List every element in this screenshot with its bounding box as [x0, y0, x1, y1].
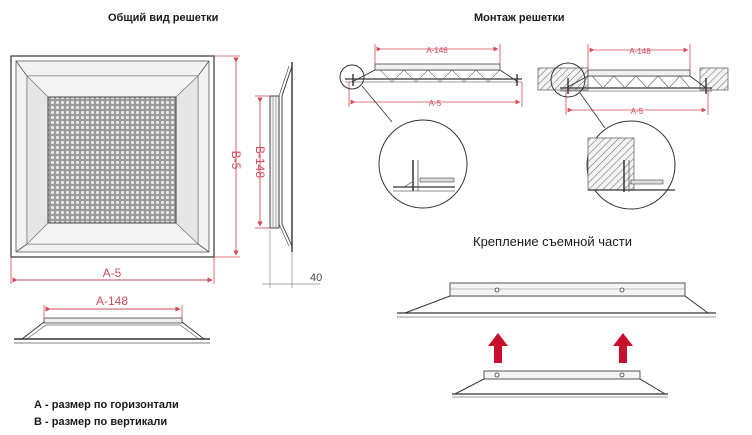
dimension-a5: A-5: [10, 257, 215, 284]
legend-b: В - размер по вертикали: [34, 416, 167, 428]
title-fastening: Крепление съемной части: [473, 234, 632, 249]
arrow-up-right: [619, 345, 627, 363]
grille-front-view: [10, 55, 215, 258]
dimension-b5: B-5: [214, 55, 243, 258]
detail-callout-1: [378, 119, 468, 209]
dimension-depth-label: 40: [310, 272, 322, 284]
fastening-frame-top: [397, 282, 716, 318]
dimension-depth: 40: [262, 230, 322, 288]
mounting2-a148-label: A-148: [629, 47, 651, 56]
title-general-view: Общий вид решетки: [108, 12, 218, 24]
fastening-removable-part: [452, 370, 668, 398]
grille-side-profile: [269, 62, 293, 252]
mounting-view-2: A-148 A-5: [537, 44, 729, 210]
dimension-b148: B-148: [253, 95, 270, 229]
grille-mesh: [47, 96, 177, 224]
dimension-a5-label: A-5: [103, 266, 122, 280]
title-mounting: Монтаж решетки: [474, 12, 565, 24]
mounting1-a5-label: A-5: [429, 99, 442, 108]
dimension-b5-label: B-5: [229, 151, 243, 170]
screw-hole-right: [619, 287, 625, 293]
mounting2-a5-label: A-5: [631, 107, 644, 116]
mounting-view-1: A-148 A-5: [339, 44, 523, 209]
fastening-arrows: [488, 333, 633, 363]
arrow-up-left: [494, 345, 502, 363]
legend-a: А - размер по горизонтали: [34, 399, 179, 411]
dimension-b148-label: B-148: [253, 146, 267, 178]
screw-hole-left: [494, 287, 500, 293]
dimension-a148-label: A-148: [96, 294, 128, 308]
detail-marker-2: [550, 62, 586, 98]
grille-bottom-section: A-148: [14, 294, 210, 344]
mounting1-a148-label: A-148: [426, 46, 448, 55]
detail-marker-1: [339, 64, 365, 90]
